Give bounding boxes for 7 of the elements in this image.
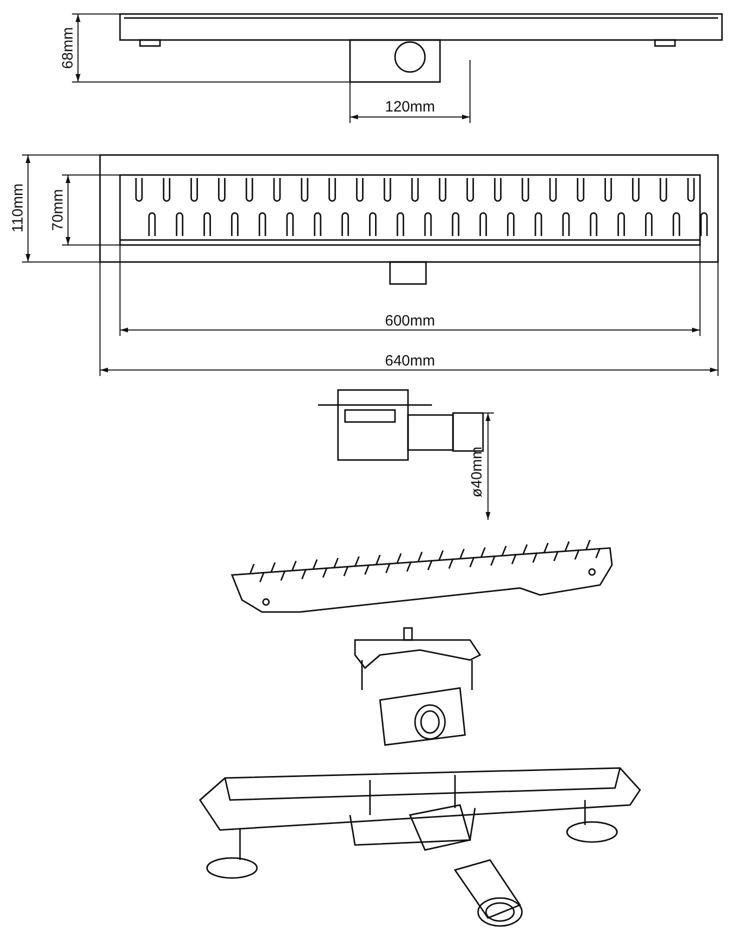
dimension-label: 110mm	[10, 184, 26, 232]
dimension-label: ø40mm	[470, 446, 484, 498]
dimension-label: 600mm	[384, 314, 436, 328]
dimension-label: 68mm	[60, 27, 76, 69]
dimension-label: 70mm	[50, 189, 66, 231]
dimension-label: 120mm	[384, 100, 436, 114]
dimension-label: 640mm	[384, 354, 436, 368]
